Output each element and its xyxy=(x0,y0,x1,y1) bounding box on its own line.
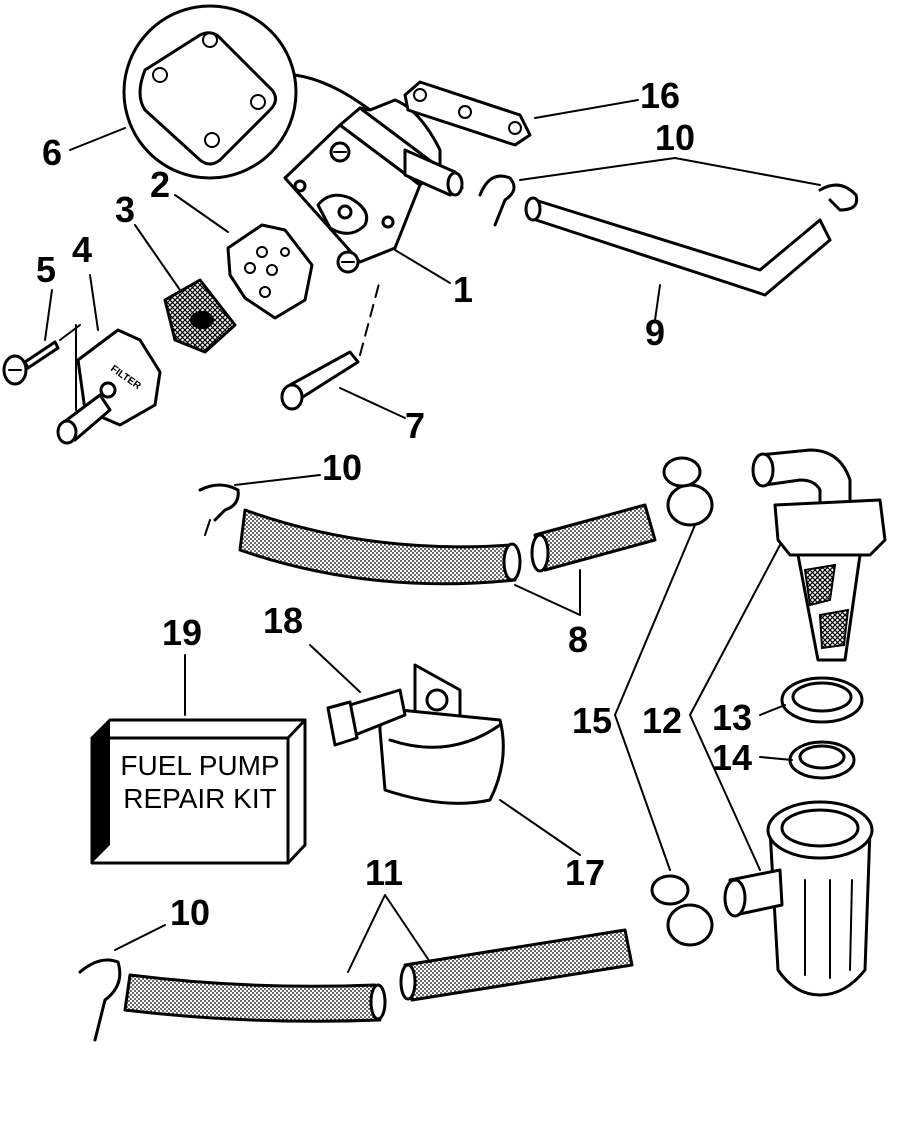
callout-18: 18 xyxy=(263,600,303,641)
bolt-18 xyxy=(326,688,407,747)
filter-cover-4: FILTER xyxy=(56,328,162,445)
seal-ring-14 xyxy=(788,740,856,780)
clamp-10-top-left xyxy=(478,174,516,227)
callout-10-bottom: 10 xyxy=(170,892,210,933)
callout-9: 9 xyxy=(645,312,665,353)
repair-kit-line2: REPAIR KIT xyxy=(123,783,277,814)
diaphragm-2 xyxy=(226,223,314,320)
callout-12: 12 xyxy=(642,700,682,741)
callout-4: 4 xyxy=(72,229,92,270)
callout-7: 7 xyxy=(405,405,425,446)
callout-11: 11 xyxy=(365,852,403,893)
callout-3: 3 xyxy=(115,189,135,230)
clamp-10-middle xyxy=(198,483,240,536)
bracket-17 xyxy=(378,663,505,805)
callout-labels: 6 2 3 4 5 1 7 16 10 9 10 8 19 18 17 15 1… xyxy=(36,75,752,933)
gasket-detail-6 xyxy=(122,4,372,180)
callout-6: 6 xyxy=(42,132,62,173)
clamp-10-top-right xyxy=(818,183,859,212)
clamp-15-bottom xyxy=(650,874,714,947)
callout-10-middle: 10 xyxy=(322,447,362,488)
clamp-15-top xyxy=(662,456,714,527)
hose-8-left xyxy=(238,508,522,586)
hose-11-left xyxy=(123,973,387,1023)
callout-15: 15 xyxy=(572,700,612,741)
fuel-pump-body-1 xyxy=(283,98,464,274)
hose-9 xyxy=(524,196,832,297)
callout-13: 13 xyxy=(712,697,752,738)
repair-kit-box-19: FUEL PUMP REPAIR KIT xyxy=(90,718,307,865)
clamp-10-bottom xyxy=(78,958,122,1042)
gasket-16 xyxy=(403,80,532,147)
repair-kit-line1: FUEL PUMP xyxy=(120,750,279,781)
filter-bowl xyxy=(723,800,874,997)
callout-8: 8 xyxy=(568,619,588,660)
hose-8-right xyxy=(530,503,657,573)
callout-1: 1 xyxy=(453,269,473,310)
callout-10-top: 10 xyxy=(655,117,695,158)
callout-19: 19 xyxy=(162,612,202,653)
filter-screen-3 xyxy=(163,278,237,354)
leader-lines xyxy=(44,99,821,973)
filter-elbow-12 xyxy=(751,448,887,662)
callout-2: 2 xyxy=(150,164,170,205)
callout-14: 14 xyxy=(712,737,752,778)
bolt-7 xyxy=(280,279,381,411)
callout-5: 5 xyxy=(36,249,56,290)
seal-ring-13 xyxy=(780,676,864,724)
hose-11-right xyxy=(399,928,634,1002)
screw-5 xyxy=(2,324,81,411)
callout-17: 17 xyxy=(565,852,605,893)
callout-16: 16 xyxy=(640,75,680,116)
